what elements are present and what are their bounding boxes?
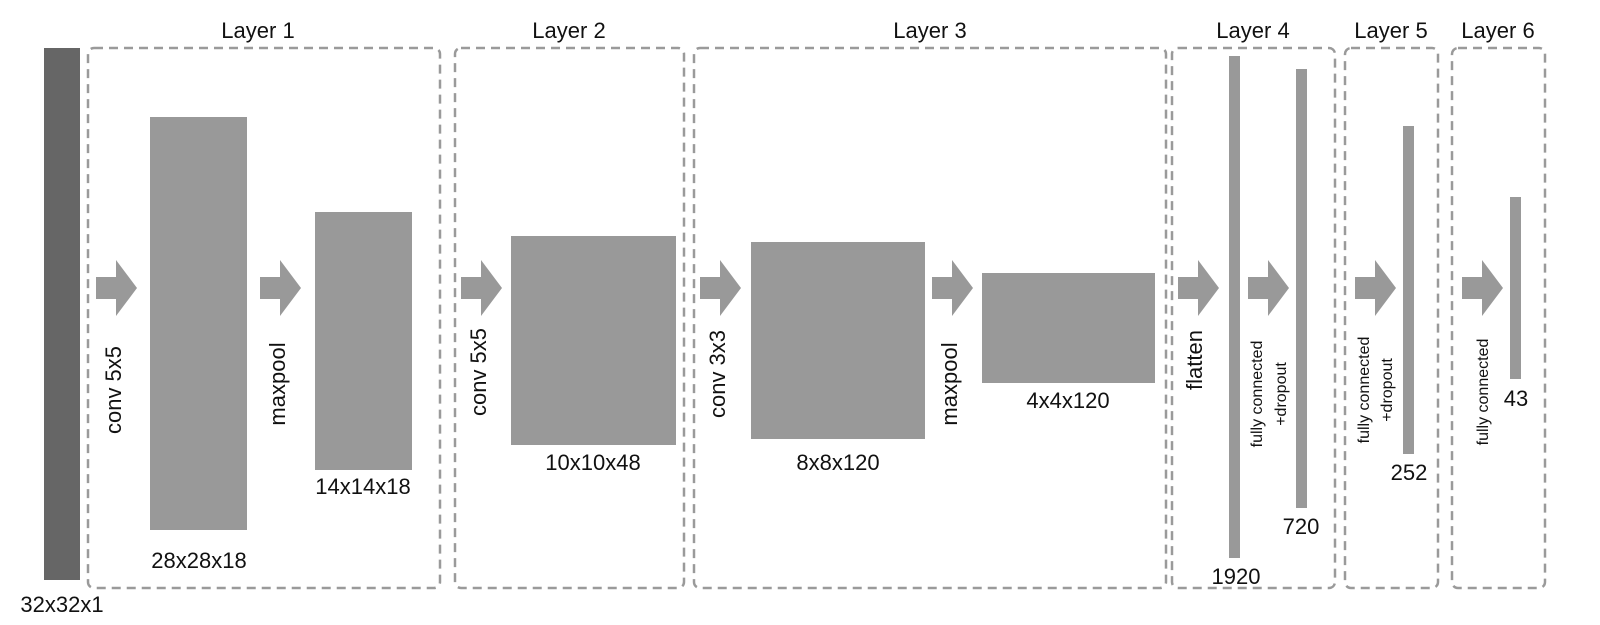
pool3-output-block — [982, 273, 1155, 383]
layer-6-title: Layer 6 — [1461, 18, 1534, 43]
input-dims-label: 32x32x1 — [20, 592, 103, 617]
conv1-output-block — [150, 117, 247, 530]
layer-1-box — [86, 46, 442, 590]
arrow-flatten — [1178, 260, 1219, 316]
fc4-op-label-line1: fully connected — [1249, 341, 1266, 448]
layer-3-title: Layer 3 — [893, 18, 966, 43]
fc4-op-label-line2: +dropout — [1273, 362, 1290, 426]
fc5-output-bar — [1403, 126, 1414, 454]
fc6-op-label: fully connected — [1475, 339, 1492, 446]
fc4-output-dims: 720 — [1283, 514, 1320, 539]
arrow-fc4 — [1248, 260, 1289, 316]
conv3-output-block — [751, 242, 925, 439]
layer-5-box — [1343, 46, 1440, 590]
layer-5-title: Layer 5 — [1354, 18, 1427, 43]
flatten-output-bar — [1229, 56, 1240, 558]
pool3-op-label: maxpool — [937, 342, 962, 425]
pool1-output-dims: 14x14x18 — [315, 474, 410, 499]
arrow-pool3 — [932, 260, 973, 316]
conv3-output-dims: 8x8x120 — [796, 450, 879, 475]
layer-2-box — [453, 46, 686, 590]
pool1-op-label: maxpool — [265, 342, 290, 425]
conv2-op-label: conv 5x5 — [466, 328, 491, 416]
flatten-output-dims: 1920 — [1212, 564, 1261, 589]
layer-3-box — [692, 46, 1168, 590]
pool1-output-block — [315, 212, 412, 470]
conv3-op-label: conv 3x3 — [705, 330, 730, 418]
flatten-op-label: flatten — [1182, 330, 1207, 390]
layer-4-box — [1170, 46, 1337, 590]
conv1-op-label: conv 5x5 — [101, 346, 126, 434]
pool3-output-dims: 4x4x120 — [1026, 388, 1109, 413]
fc5-output-dims: 252 — [1391, 460, 1428, 485]
layer-4-title: Layer 4 — [1216, 18, 1289, 43]
fc6-output-dims: 43 — [1504, 386, 1528, 411]
arrow-conv2 — [461, 260, 502, 316]
conv1-output-dims: 28x28x18 — [151, 548, 246, 573]
arrow-conv3 — [700, 260, 741, 316]
conv2-output-dims: 10x10x48 — [545, 450, 640, 475]
fc4-output-bar — [1296, 69, 1307, 508]
arrow-fc6 — [1462, 260, 1503, 316]
layer-6-box — [1450, 46, 1547, 590]
arrow-pool1 — [260, 260, 301, 316]
input-tensor-block — [44, 48, 80, 580]
fc5-op-label-line2: +dropout — [1379, 358, 1396, 422]
layer-1-title: Layer 1 — [221, 18, 294, 43]
fc6-output-bar — [1510, 197, 1521, 379]
layer-2-title: Layer 2 — [532, 18, 605, 43]
fc5-op-label-line1: fully connected — [1356, 337, 1373, 444]
arrow-conv1 — [96, 260, 137, 316]
arrow-fc5 — [1355, 260, 1396, 316]
conv2-output-block — [511, 236, 676, 445]
